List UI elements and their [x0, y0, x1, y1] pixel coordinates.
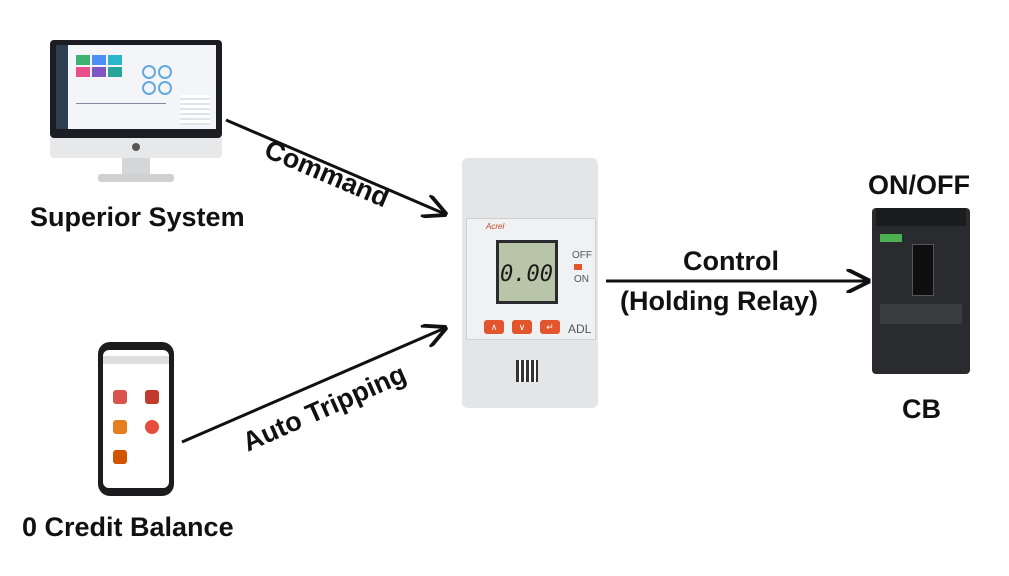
meter-on-label: ON	[574, 274, 589, 285]
monitor-base	[98, 174, 174, 182]
qr-code	[516, 360, 538, 382]
meter-model-label: ADL	[568, 322, 592, 336]
monitor-stand	[122, 158, 150, 176]
command-arrow	[225, 118, 445, 214]
up-button: ∧	[484, 320, 504, 334]
search-icon	[113, 420, 127, 434]
cb-label: CB	[902, 394, 941, 424]
meter-display-value: 0.00	[500, 262, 553, 287]
breaker-badge	[880, 234, 902, 242]
meter-lcd	[496, 240, 558, 304]
down-button: ∨	[512, 320, 532, 334]
auto-tripping-arrow	[181, 328, 445, 444]
enter-button: ↵	[540, 320, 560, 334]
monitor-icon	[50, 40, 222, 188]
superior-system-label: Superior System	[30, 202, 245, 232]
meter-off-label: OFF	[572, 250, 592, 261]
breaker-plate	[880, 304, 962, 324]
circuit-breaker-icon	[872, 208, 970, 374]
breaker-terminals	[876, 208, 966, 226]
control-label: Control	[683, 246, 779, 276]
message-icon	[113, 450, 127, 464]
on-off-label: ON/OFF	[868, 170, 970, 200]
status-led	[574, 264, 582, 270]
smartphone-icon	[98, 342, 174, 496]
user-icon	[145, 390, 159, 404]
breaker-handle	[912, 244, 934, 296]
monitor-screen	[56, 45, 216, 129]
holding-relay-label: (Holding Relay)	[620, 286, 819, 316]
phone-screen	[103, 350, 169, 488]
phone-header	[103, 356, 169, 364]
credit-balance-label: 0 Credit Balance	[22, 512, 234, 542]
meter-brand: Acrel	[486, 222, 505, 231]
monitor-logo	[132, 143, 140, 151]
record-icon	[145, 420, 159, 434]
home-icon	[113, 390, 127, 404]
energy-meter-icon: Acrel 0.00 OFF ON ∧ ∨ ↵ ADL	[462, 158, 598, 408]
